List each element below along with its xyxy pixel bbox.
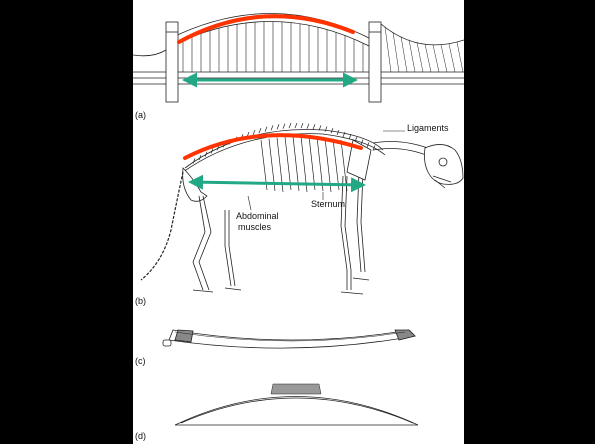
drawing-line	[393, 32, 399, 72]
drawing-line	[313, 124, 315, 129]
drawing-line	[449, 44, 455, 72]
drawing-line	[271, 125, 273, 130]
panel-label-d: (d)	[135, 432, 146, 442]
panel-label-a: (a)	[135, 111, 146, 121]
drawing-line	[265, 127, 267, 132]
skeleton-drawing	[141, 123, 463, 294]
drawing-line	[333, 139, 339, 190]
drawing-line	[285, 137, 291, 190]
drawing-line	[301, 123, 303, 128]
drawing-line	[417, 42, 423, 72]
drawing-line	[325, 127, 327, 132]
drawing-line	[307, 124, 309, 129]
bridge-drawing	[133, 13, 464, 102]
drawing-line	[283, 124, 285, 129]
drawing-line	[401, 36, 407, 72]
label-abdominal-1: Abdominal	[236, 212, 279, 222]
drawing-line	[309, 136, 315, 190]
unstrung-bow-drawing	[163, 330, 415, 348]
drawing-line	[253, 130, 255, 135]
tension-arrow-b	[191, 182, 363, 185]
bow-and-string-diagram	[133, 0, 464, 444]
leader-abdominal	[248, 196, 251, 210]
drawing-line	[425, 44, 431, 72]
figure-panel: (a) (b) (c) (d) Ligaments Sternum Abdomi…	[133, 0, 464, 444]
drawing-line	[259, 128, 261, 133]
panel-label-c: (c)	[135, 357, 146, 367]
drawing-line	[289, 123, 291, 128]
drawing-line	[441, 45, 447, 72]
strung-bow-drawing	[175, 384, 418, 425]
label-sternum: Sternum	[311, 200, 345, 210]
drawing-line	[385, 27, 391, 72]
drawing-line	[457, 42, 463, 72]
label-abdominal-2: muscles	[238, 223, 271, 233]
drawing-line	[409, 40, 415, 72]
label-ligaments: Ligaments	[407, 124, 449, 134]
drawing-line	[349, 134, 351, 139]
panel-label-b: (b)	[135, 297, 146, 307]
drawing-line	[295, 123, 297, 128]
drawing-line	[277, 124, 279, 129]
drawing-line	[433, 45, 439, 72]
